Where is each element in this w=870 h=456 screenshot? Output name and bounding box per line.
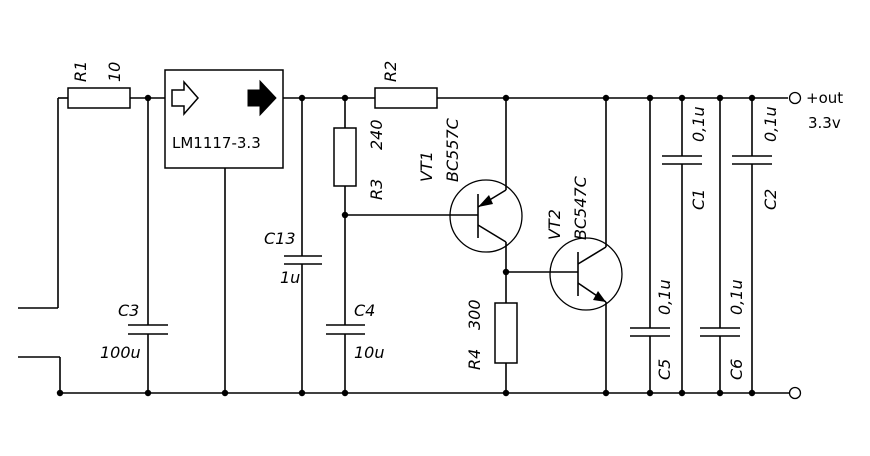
capacitor-c3: C3 100u xyxy=(100,98,168,393)
r3-name: R3 xyxy=(367,179,386,200)
transistor-vt1: VT1 BC557C xyxy=(417,98,523,272)
vt2-part: BC547C xyxy=(571,175,590,240)
c5-value: 0,1u xyxy=(655,279,674,315)
c6-name: C6 xyxy=(727,359,746,380)
resistor-r1: R1 10 xyxy=(67,61,131,109)
output-voltage: 3.3v xyxy=(808,114,841,132)
output-terminal-positive: +out 3.3v xyxy=(788,89,843,132)
r1-name: R1 xyxy=(71,61,90,82)
resistor-r4: 300 R4 xyxy=(465,299,518,393)
r4-name: R4 xyxy=(465,349,484,370)
junction-dots xyxy=(56,94,756,397)
c4-name: C4 xyxy=(354,301,375,320)
vt1-part: BC557C xyxy=(443,117,462,182)
transistor-vt2: VT2 BC547C xyxy=(545,98,623,393)
c2-value: 0,1u xyxy=(761,106,780,142)
r3-value: 240 xyxy=(367,119,386,150)
c3-value: 100u xyxy=(100,343,141,362)
vt2-name: VT2 xyxy=(545,209,564,240)
c13-name: C13 xyxy=(264,229,296,248)
capacitor-c2: 0,1u C2 xyxy=(732,98,780,393)
c1-name: C1 xyxy=(689,189,708,210)
regulator-lm1117: LM1117-3.3 xyxy=(164,69,284,393)
c2-name: C2 xyxy=(761,189,780,210)
regulator-output-arrow-icon xyxy=(247,79,277,117)
regulator-input-arrow-icon xyxy=(171,80,199,116)
capacitor-c13: C13 1u xyxy=(264,98,322,393)
capacitor-c5: 0,1u C5 xyxy=(630,98,674,393)
c5-name: C5 xyxy=(655,359,674,380)
r4-value: 300 xyxy=(465,299,484,330)
r1-value: 10 xyxy=(105,62,124,82)
output-terminal-ground xyxy=(788,386,802,400)
c4-value: 10u xyxy=(354,343,385,362)
capacitor-c4: C4 10u xyxy=(326,215,385,393)
c13-value: 1u xyxy=(280,268,300,287)
capacitor-c1: 0,1u C1 xyxy=(662,98,708,393)
output-label: +out xyxy=(806,89,843,107)
r2-name: R2 xyxy=(381,61,400,82)
c1-value: 0,1u xyxy=(689,106,708,142)
c3-name: C3 xyxy=(118,301,139,320)
resistor-r2: R2 xyxy=(374,61,438,109)
capacitor-c6: 0,1u C6 xyxy=(700,98,746,393)
c6-value: 0,1u xyxy=(727,279,746,315)
vt1-name: VT1 xyxy=(417,151,436,182)
input-wire xyxy=(18,97,68,309)
ground-rail xyxy=(18,356,790,394)
regulator-label: LM1117-3.3 xyxy=(172,134,261,152)
resistor-r3: 240 R3 xyxy=(333,98,386,215)
